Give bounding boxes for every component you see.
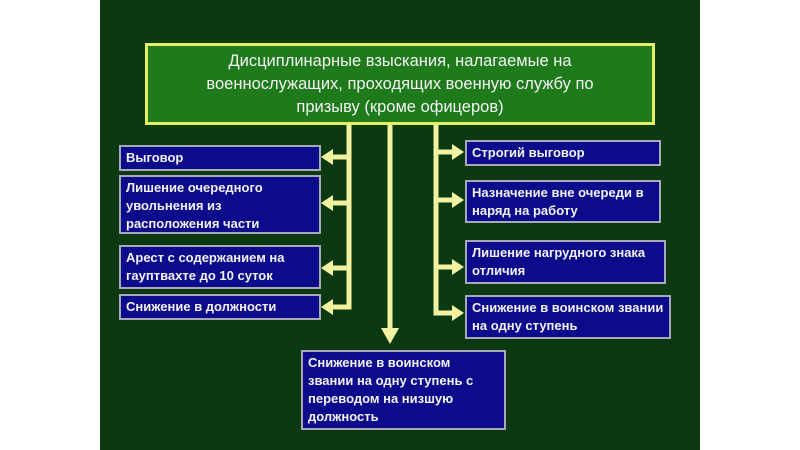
right-item-extra-duty: Назначение вне очереди в наряд на работу	[465, 180, 661, 223]
diagram-title: Дисциплинарные взыскания, налагаемые на …	[145, 43, 655, 125]
arrow-left-3	[321, 260, 333, 276]
left-item-reprimand: Выговор	[119, 145, 321, 171]
left-item-arrest: Арест с содержанием на гауптвахте до 10 …	[119, 245, 321, 289]
right-item-rank-demotion: Снижение в воинском звании на одну ступе…	[465, 295, 671, 339]
arrow-right-2	[452, 192, 464, 208]
left-item-leave-deprivation: Лишение очередного увольнения из располо…	[119, 175, 321, 234]
arrow-right-1	[452, 144, 464, 160]
arrow-left-4	[321, 299, 333, 315]
right-item-badge-deprivation: Лишение нагрудного знака отличия	[465, 240, 666, 284]
arrow-right-3	[452, 259, 464, 275]
left-trunk	[330, 122, 352, 310]
arrow-left-1	[321, 149, 333, 165]
bottom-item-rank-and-position-demotion: Снижение в воинском звании на одну ступе…	[301, 350, 506, 430]
right-trunk	[433, 122, 455, 316]
arrow-down	[381, 328, 399, 344]
left-item-demotion-position: Снижение в должности	[119, 294, 321, 320]
arrow-left-2	[321, 195, 333, 211]
title-text: Дисциплинарные взыскания, налагаемые на …	[206, 51, 594, 116]
right-item-strict-reprimand: Строгий выговор	[465, 140, 661, 166]
arrow-right-4	[452, 305, 464, 321]
